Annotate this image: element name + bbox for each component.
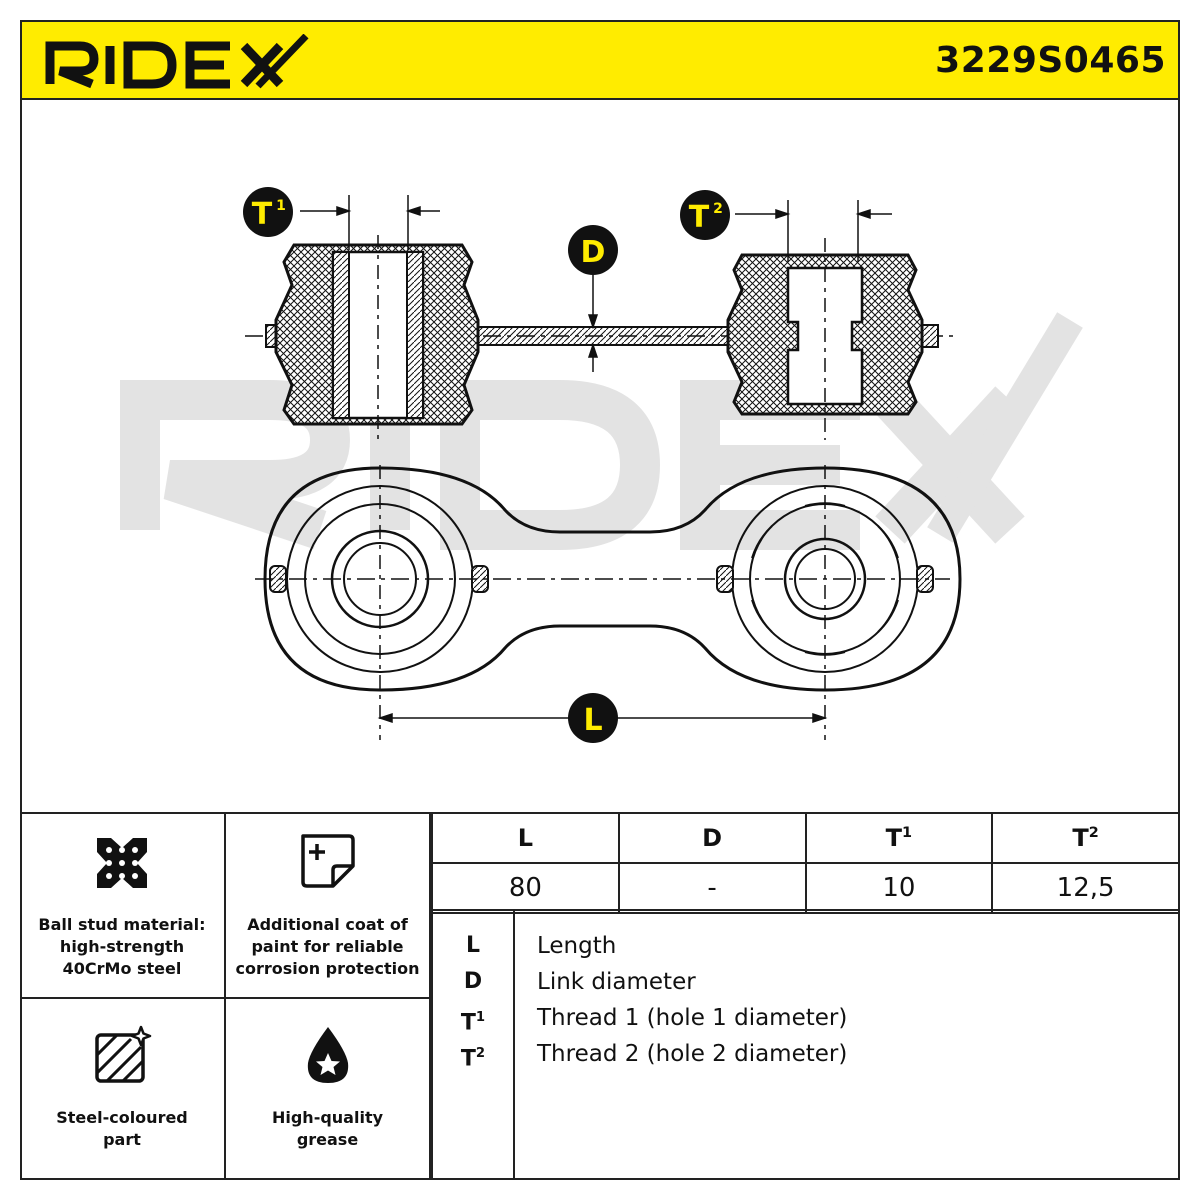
side-view — [245, 195, 958, 440]
feature-label-line: high-strength — [59, 937, 185, 956]
feature-label-line: corrosion protection — [235, 959, 420, 978]
spec-value-t1: 10 — [804, 862, 994, 914]
feature-label-line: 40CrMo steel — [62, 959, 182, 978]
spec-table: L D T1 T2 80 - 10 12,5 — [431, 812, 1180, 914]
legend-row: L Length — [433, 928, 1182, 964]
feature-label-line: part — [103, 1130, 141, 1149]
legend-text: Thread 2 (hole 2 diameter) — [537, 1041, 848, 1067]
technical-drawing: T 1 T 2 D L — [22, 100, 1178, 813]
feature-label-line: grease — [296, 1130, 359, 1149]
legend-text: Link diameter — [537, 969, 696, 995]
feature-steel-coloured: Steel-coloured part — [20, 997, 226, 1180]
spec-value-row: 80 - 10 12,5 — [431, 862, 1180, 914]
spec-header-t2: T2 — [991, 812, 1180, 864]
spec-header-l: L — [431, 812, 620, 864]
svg-text:L: L — [583, 703, 602, 738]
callout-d: D — [568, 225, 618, 275]
legend-row: T1 Thread 1 (hole 1 diameter) — [433, 1000, 1182, 1036]
legend-key: L — [465, 933, 481, 958]
spec-header-t1: T1 — [804, 812, 994, 864]
svg-text:2: 2 — [713, 201, 723, 217]
legend-divider — [513, 911, 515, 1180]
right-bushing — [726, 238, 924, 440]
callout-t1: T 1 — [243, 187, 293, 237]
ball-stud-icon — [89, 830, 155, 900]
info-section: Ball stud material: high-strength 40CrMo… — [20, 812, 1180, 1180]
legend-key: T2 — [460, 1046, 486, 1072]
legend-text: Thread 1 (hole 1 diameter) — [537, 1005, 848, 1031]
t2-dimension — [735, 200, 892, 262]
legend-row: T2 Thread 2 (hole 2 diameter) — [433, 1036, 1182, 1072]
svg-text:1: 1 — [276, 198, 286, 214]
legend: L Length D Link diameter T1 Thread 1 (ho… — [431, 909, 1180, 1180]
svg-text:T: T — [252, 197, 273, 232]
feature-label-line: Steel-coloured — [56, 1108, 188, 1127]
feature-label-line: Additional coat of — [247, 915, 408, 934]
steel-coloured-icon — [91, 1025, 153, 1091]
spec-value-t2: 12,5 — [991, 862, 1180, 914]
svg-text:D: D — [581, 235, 606, 270]
legend-row: D Link diameter — [433, 964, 1182, 1000]
callout-l: L — [568, 693, 618, 743]
feature-label-line: High-quality — [271, 1108, 384, 1127]
grease-drop-icon — [300, 1025, 356, 1091]
drawing-canvas: T 1 T 2 D L — [120, 187, 1083, 743]
legend-text: Length — [537, 933, 617, 959]
feature-paint-coat: Additional coat of paint for reliable co… — [226, 812, 431, 997]
spec-header-row: L D T1 T2 — [431, 812, 1180, 864]
ridex-logo-graphic — [45, 33, 309, 89]
left-bushing — [274, 235, 480, 440]
feature-label-line: paint for reliable — [251, 937, 404, 956]
top-view — [255, 465, 962, 740]
callout-t2: T 2 — [680, 190, 730, 240]
feature-grease: High-quality grease — [226, 997, 431, 1180]
link-body-outline — [263, 466, 962, 692]
paint-coat-icon — [297, 830, 359, 896]
spec-value-d: - — [617, 862, 807, 914]
part-number: 3229S0465 — [935, 40, 1166, 81]
spec-header-d: D — [617, 812, 807, 864]
svg-text:T: T — [689, 200, 710, 235]
legend-key: T1 — [460, 1010, 486, 1036]
feature-ball-stud: Ball stud material: high-strength 40CrMo… — [20, 812, 226, 997]
header-bar: 3229S0465 — [20, 20, 1180, 100]
t1-dimension — [300, 195, 440, 250]
legend-key: D — [463, 969, 483, 994]
feature-label-line: Ball stud material: — [38, 915, 206, 934]
ridex-logo — [44, 33, 314, 94]
d-dimension — [587, 275, 599, 372]
spec-value-l: 80 — [431, 862, 620, 914]
